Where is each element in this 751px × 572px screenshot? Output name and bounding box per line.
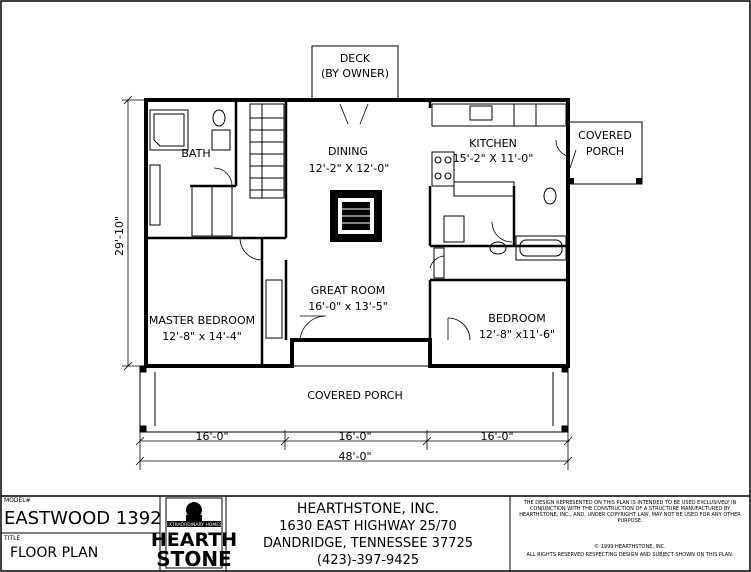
kitchen-fixtures — [431, 103, 567, 243]
kitchen-label: KITCHEN — [469, 137, 517, 150]
svg-text:STONE: STONE — [156, 547, 231, 571]
kitchen-size: 15'-2" X 11'-0" — [453, 152, 534, 165]
company-name: HEARTHSTONE, INC. — [296, 501, 440, 517]
great-room-label: GREAT ROOM — [311, 284, 385, 297]
dining-label: DINING — [328, 145, 368, 158]
fireplace — [330, 190, 382, 242]
bath2-fixtures — [489, 187, 567, 261]
front-porch-label: COVERED PORCH — [307, 389, 403, 402]
interior-walls — [146, 100, 568, 366]
bedroom-size: 12'-8" x11'-6" — [479, 328, 555, 341]
stairs — [249, 103, 285, 199]
bath-label: BATH — [181, 147, 210, 160]
closets — [149, 164, 445, 339]
copyright-text: © 1999 HEARTHSTONE, INC. — [594, 544, 666, 550]
master-bedroom-size: 12'-8" x 14'-4" — [162, 330, 242, 343]
rights-text: ALL RIGHTS RESERVED RESPECTING DESIGN AN… — [526, 552, 734, 558]
deck — [311, 45, 399, 101]
dimension-seg3: 16'-0" — [480, 430, 513, 443]
company-address-2: DANDRIDGE, TENNESSEE 37725 — [262, 536, 474, 551]
hearthstone-logo: EXTRAORDINARY HOMES HEARTH STONE — [151, 497, 237, 571]
dimension-lines — [122, 95, 573, 470]
model-label: MODEL# — [4, 497, 31, 504]
bedroom-label: BEDROOM — [488, 312, 545, 325]
great-room-size: 16'-0" x 13'-5" — [308, 300, 388, 313]
dimension-seg2: 16'-0" — [338, 430, 371, 443]
door-swings — [213, 103, 577, 343]
title-label: TITLE — [4, 535, 21, 542]
company-address-1: 1630 EAST HIGHWAY 25/70 — [279, 519, 457, 534]
master-bedroom-label: MASTER BEDROOM — [149, 314, 255, 327]
dimension-total: 48'-0" — [338, 450, 371, 463]
side-porch-label-2: PORCH — [586, 145, 624, 158]
disclaimer-text: THE DESIGN REPRESENTED ON THIS PLAN IS I… — [519, 500, 741, 524]
svg-text:HEARTH: HEARTH — [151, 529, 237, 551]
sheet-title: FLOOR PLAN — [10, 545, 99, 561]
bath-fixtures — [149, 109, 233, 237]
svg-text:EXTRAORDINARY HOMES: EXTRAORDINARY HOMES — [166, 522, 222, 528]
deck-note: (BY OWNER) — [321, 67, 389, 80]
dining-size: 12'-2" X 12'-0" — [309, 162, 390, 175]
company-phone: (423)-397-9425 — [316, 553, 420, 568]
dimension-seg1: 16'-0" — [195, 430, 228, 443]
deck-label: DECK — [340, 52, 371, 65]
height-dimension: 29'-10" — [113, 216, 126, 256]
model-name: EASTWOOD 1392 — [4, 508, 162, 529]
side-porch-label-1: COVERED — [578, 129, 632, 142]
